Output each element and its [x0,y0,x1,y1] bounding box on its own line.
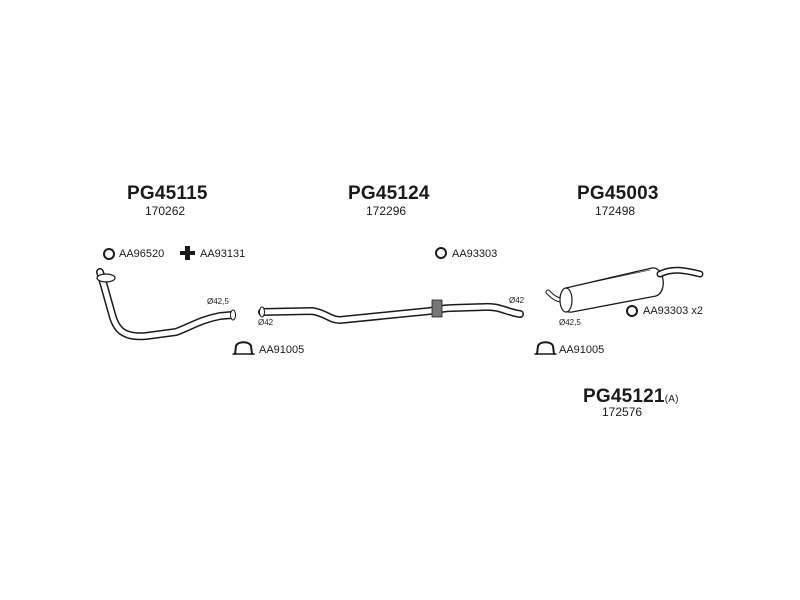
clamp-icon [534,341,557,355]
part-ref-kit: 172576 [602,405,643,419]
rubber-mount-icon [180,246,195,260]
kit-number: PG45121 [583,386,665,407]
part-ref-rear-silencer: 172498 [595,204,636,218]
middle-hanger [431,299,443,318]
label-clamp-rear: AA91005 [559,344,605,356]
o-ring-icon [103,248,115,260]
front-flange [96,273,116,283]
part-number-rear-silencer: PG45003 [577,183,659,204]
diameter-rear-inlet: Ø42,5 [559,318,581,327]
o-ring-icon [626,305,638,317]
rear-silencer-drawing [545,266,704,313]
label-ring-middle: AA93303 [452,248,498,260]
label-clamp-front: AA91005 [259,344,305,356]
part-number-middle-pipe: PG45124 [348,183,430,204]
o-ring-icon [435,247,447,259]
diameter-front-outlet: Ø42,5 [207,297,229,306]
clamp-icon [232,341,255,355]
part-ref-front-pipe: 170262 [145,204,186,218]
part-number-kit: PG45121(A) [583,386,679,408]
kit-suffix: (A) [664,394,679,405]
label-ring-rear: AA93303 x2 [643,305,703,317]
part-ref-middle-pipe: 172296 [366,204,407,218]
diameter-middle-outlet: Ø42 [509,296,525,305]
label-rubber-mount: AA93131 [200,248,246,260]
part-number-front-pipe: PG45115 [127,183,208,204]
diameter-middle-inlet: Ø42 [258,318,274,327]
label-seal-front: AA96520 [119,248,165,260]
front-pipe-drawing [96,268,236,341]
middle-pipe-drawing [258,299,524,324]
